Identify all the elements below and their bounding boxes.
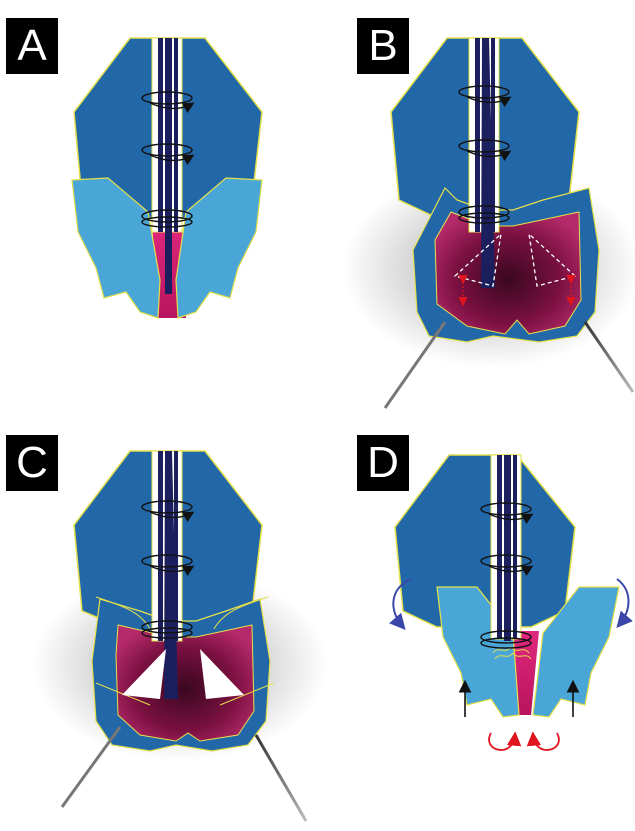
needle-probe: [256, 735, 306, 821]
shaft-core-mid: [504, 455, 511, 641]
shaft-core-right: [174, 38, 178, 232]
panel-b: B: [317, 0, 635, 415]
curved-arrow-icon: [617, 579, 629, 625]
shaft-core-right: [491, 38, 495, 232]
shaft-core-left: [158, 38, 163, 232]
panel-a: A: [0, 0, 317, 415]
shaft-core-mid: [165, 38, 172, 294]
shaft-core-right: [174, 451, 178, 641]
panel-c: C: [0, 415, 317, 831]
panel-label: A: [6, 18, 58, 74]
shaft-core-left: [475, 38, 480, 232]
curved-arrow-icon: [489, 733, 515, 750]
panel-d: D: [317, 415, 635, 831]
shaft-core-left: [158, 451, 163, 641]
panel-label: B: [357, 18, 409, 74]
shaft-core-left: [497, 455, 502, 639]
panel-label: C: [6, 435, 58, 491]
shaft-core-right: [513, 455, 517, 639]
panel-label: D: [357, 435, 409, 491]
needle-probe: [585, 322, 633, 392]
curved-arrow-icon: [533, 733, 559, 750]
opened-cavity: [435, 212, 581, 334]
